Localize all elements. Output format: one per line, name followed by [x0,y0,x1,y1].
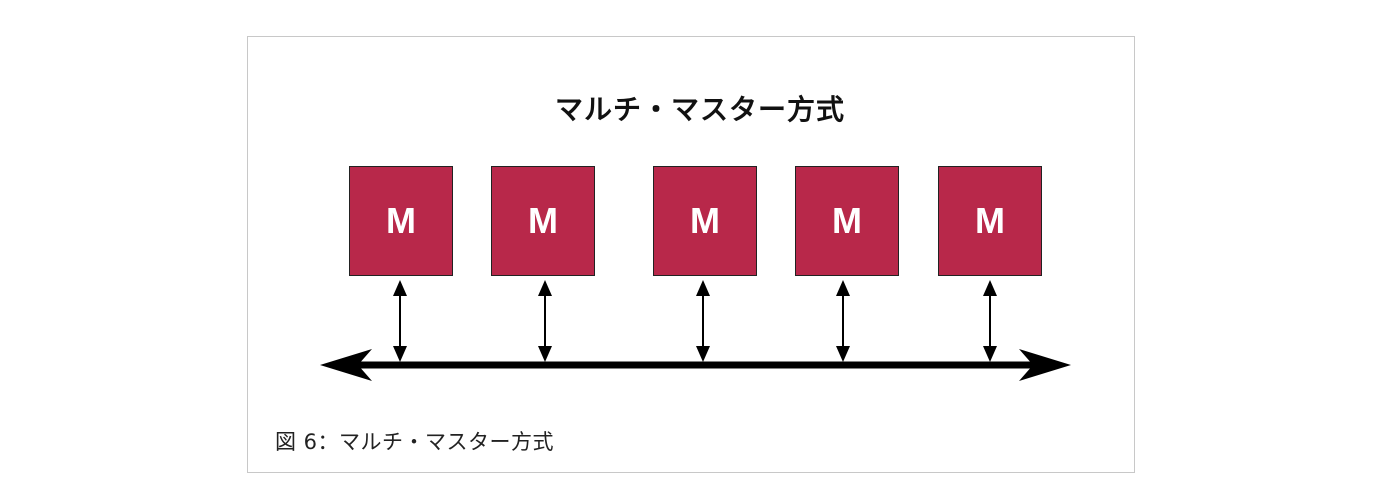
bus-right-arrowhead [1019,349,1071,381]
connector-arrow-4 [836,280,850,362]
master-box-2: M [491,166,595,276]
master-box-1: M [349,166,453,276]
master-box-3: M [653,166,757,276]
master-box-5: M [938,166,1042,276]
connector-arrow-1 [393,280,407,362]
connector-arrow-5 [983,280,997,362]
connector-arrow-2 [538,280,552,362]
connector-arrow-3 [696,280,710,362]
figure-caption: 図 6：マルチ・マスター方式 [275,430,555,454]
diagram-title: マルチ・マスター方式 [554,93,845,126]
bus-left-arrowhead [320,349,372,381]
master-box-4: M [795,166,899,276]
